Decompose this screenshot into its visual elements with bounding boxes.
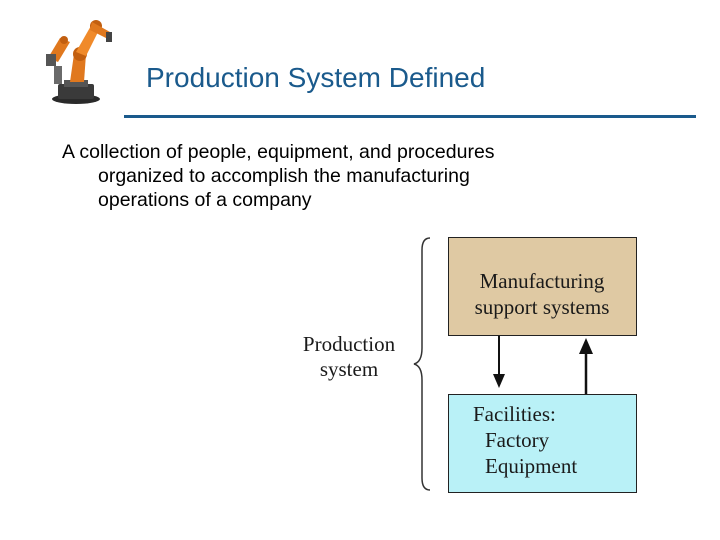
production-system-label: Production system <box>286 332 412 382</box>
slide-title: Production System Defined <box>146 62 486 93</box>
facilities-heading: Facilities: <box>473 402 556 426</box>
down-arrow-head <box>493 374 505 388</box>
facilities-item-factory: Factory <box>485 428 550 452</box>
support-box-line: Manufacturing <box>479 269 605 293</box>
production-system-brace <box>413 237 431 491</box>
definition-paragraph: A collection of people, equipment, and p… <box>62 140 622 212</box>
production-system-diagram: Production system Manufacturing support … <box>280 228 660 500</box>
facilities-item-equipment: Equipment <box>485 454 578 478</box>
up-arrow-head <box>579 338 593 354</box>
support-box-line: support systems <box>474 295 610 319</box>
definition-line: A collection of people, equipment, and p… <box>62 141 495 163</box>
definition-line: operations of a company <box>98 189 312 211</box>
manufacturing-support-box: Manufacturing support systems <box>448 237 637 336</box>
title-divider <box>124 115 696 118</box>
production-label-line: Production <box>302 332 396 356</box>
definition-line: organized to accomplish the manufacturin… <box>98 165 470 187</box>
support-box-label: Manufacturing support systems <box>461 268 623 320</box>
production-label-line: system <box>319 357 379 381</box>
facilities-box-label: Facilities: Factory Equipment <box>473 401 577 479</box>
diagram-connectors <box>413 237 593 491</box>
facilities-box: Facilities: Factory Equipment <box>448 394 637 493</box>
industrial-robot-icon <box>46 20 112 104</box>
